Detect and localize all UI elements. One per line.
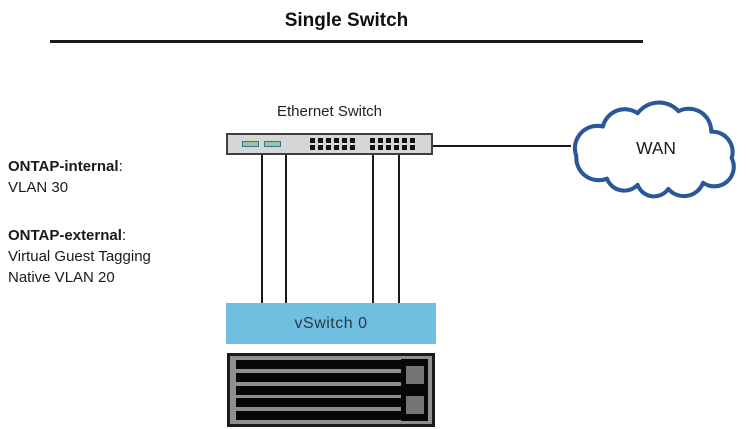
server-drive-bay-icon	[236, 372, 402, 382]
ontap-internal-value: VLAN 30	[8, 179, 69, 196]
server-drive-bay-icon	[236, 360, 402, 369]
server-button-icon	[405, 396, 424, 414]
cloud-outline	[572, 100, 736, 199]
ethernet-switch-icon	[226, 133, 433, 155]
server-drive-bay-icon	[236, 411, 402, 420]
ontap-internal-title: ONTAP-internal	[8, 158, 119, 175]
switch-to-vswitch-link	[285, 155, 287, 303]
wan-cloud-icon: WAN	[562, 94, 746, 202]
server-drive-bays-icon	[236, 360, 402, 420]
ontap-external-line2: Native VLAN 20	[8, 269, 115, 286]
ontap-external-line1: Virtual Guest Tagging	[8, 248, 151, 265]
switch-uplink-port-icon	[242, 141, 259, 147]
switch-to-vswitch-link	[372, 155, 374, 303]
switch-to-vswitch-link	[398, 155, 400, 303]
switch-to-wan-link	[433, 145, 571, 147]
switch-to-vswitch-link	[261, 155, 263, 303]
switch-uplink-port-icon	[264, 141, 281, 147]
server-button-icon	[405, 366, 424, 384]
ontap-external-title: ONTAP-external	[8, 227, 122, 244]
server-icon	[227, 353, 435, 427]
server-drive-bay-icon	[236, 398, 402, 408]
vswitch-label: vSwitch 0	[294, 314, 368, 332]
page-title: Single Switch	[284, 10, 409, 31]
switch-port-group-icon	[310, 138, 355, 150]
ontap-external-note: ONTAP-external: Virtual Guest Tagging Na…	[8, 227, 151, 286]
server-drive-bay-icon	[236, 385, 402, 395]
vswitch-box: vSwitch 0	[226, 303, 436, 344]
ethernet-switch-label: Ethernet Switch	[276, 103, 383, 120]
title-underline	[50, 40, 643, 43]
ontap-internal-note: ONTAP-internal: VLAN 30	[8, 156, 151, 198]
vlan-annotations: ONTAP-internal: VLAN 30 ONTAP-external: …	[8, 156, 151, 288]
switch-port-group-icon	[370, 138, 415, 150]
server-control-panel-icon	[401, 359, 428, 421]
wan-label: WAN	[636, 138, 676, 158]
